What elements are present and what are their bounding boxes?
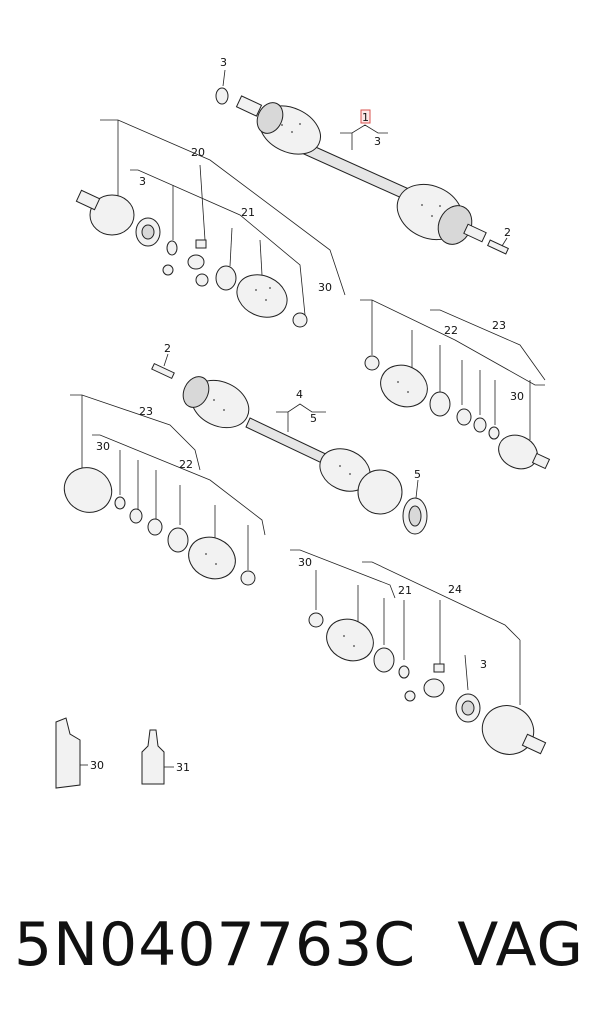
callout-23-right: 23 — [492, 319, 506, 332]
top-shaft-spline-end — [235, 95, 263, 117]
bottom-joint-boot — [326, 618, 374, 662]
bolt-part-middle — [151, 362, 175, 380]
callout-30-tube: 30 — [90, 759, 104, 772]
callout-3-top: 3 — [220, 56, 227, 69]
brand-name: VAG — [457, 910, 584, 980]
bolt-part — [487, 239, 509, 255]
callout-21-bottom: 21 — [398, 584, 412, 597]
callout-3-left: 3 — [139, 175, 146, 188]
left-joint-housing — [63, 467, 113, 513]
part-1-highlight-box — [360, 109, 371, 124]
grease-tube: 30 — [55, 717, 104, 789]
bottom-right-joint-kit: 30 21 24 3 — [290, 549, 547, 755]
sealant-bottle: 31 — [141, 729, 190, 785]
grease-tube-icon — [55, 717, 81, 789]
callout-30-top: 30 — [318, 281, 332, 294]
callout-1: 1 — [362, 111, 369, 124]
right-outer-joint-kit: 22 23 30 — [360, 299, 551, 470]
callout-24: 24 — [448, 583, 462, 596]
callout-31-bottle: 31 — [176, 761, 190, 774]
callout-30-right: 30 — [510, 390, 524, 403]
callout-22-right: 22 — [444, 324, 458, 337]
callout-23-left: 23 — [139, 405, 153, 418]
left-joint-kit: 23 30 22 — [63, 394, 266, 586]
callout-30-bottom: 30 — [298, 556, 312, 569]
inner-joint-housing — [89, 194, 135, 236]
callout-4: 4 — [296, 388, 303, 401]
part-caption: 5N0407763C VAG — [0, 880, 600, 1010]
clamp-part — [215, 265, 237, 291]
callout-3-bracket: 3 — [374, 135, 381, 148]
bottom-joint-housing — [481, 705, 535, 755]
part-number: 5N0407763C — [14, 910, 417, 980]
callout-5-end: 5 — [414, 468, 421, 481]
exploded-drive-shaft-diagram: 3 1 3 2 20 3 21 30 — [55, 56, 551, 789]
circlip-part — [215, 87, 229, 105]
callout-3-bottom: 3 — [480, 658, 487, 671]
left-joint-boot — [188, 536, 236, 580]
middle-drive-shaft-assembly: 2 4 5 5 — [151, 342, 428, 535]
middle-outer-joint — [357, 469, 403, 515]
outer-joint-boot — [380, 364, 428, 408]
callout-5-bracket: 5 — [310, 412, 317, 425]
outer-joint-housing — [498, 434, 538, 470]
callout-2-top: 2 — [504, 226, 511, 239]
callout-21-top: 21 — [241, 206, 255, 219]
callout-22-left: 22 — [179, 458, 193, 471]
inner-joint-boot — [236, 274, 288, 318]
callout-20: 20 — [191, 146, 205, 159]
callout-2-middle: 2 — [164, 342, 171, 355]
top-left-inner-joint-kit: 20 3 21 30 — [75, 119, 346, 328]
sealant-bottle-icon — [141, 729, 165, 785]
callout-30-left: 30 — [96, 440, 110, 453]
top-drive-shaft-assembly: 3 1 3 2 — [215, 56, 511, 255]
